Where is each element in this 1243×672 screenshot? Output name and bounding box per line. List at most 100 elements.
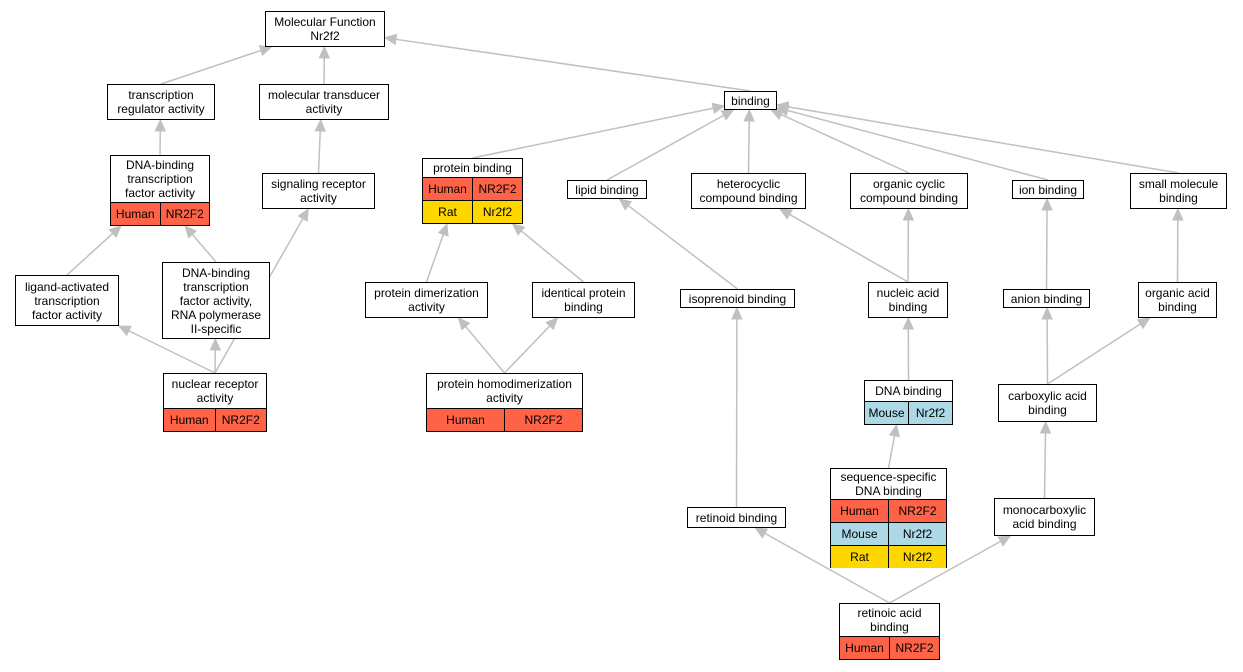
arrowhead-dnab-to-nab (902, 316, 915, 330)
edge-latfa-to-dbtfa (66, 232, 115, 276)
edge-isob-to-lipid (626, 204, 738, 290)
arrowhead-latfa-to-dbtfa (108, 225, 122, 239)
edge-binding-to-mf (394, 38, 751, 92)
go-term-node-lipid[interactable]: lipid binding (567, 180, 647, 199)
arrowhead-cab-to-oab (1136, 317, 1151, 330)
go-term-node-oab[interactable]: organic acid binding (1138, 282, 1217, 318)
edge-pda-to-pb (425, 233, 445, 283)
annotation-row: Human NR2F2 (427, 408, 582, 431)
arrowhead-nra-to-sra (297, 207, 309, 222)
go-term-label: retinoic acid binding (857, 606, 922, 634)
go-term-label: molecular transducer activity (267, 88, 381, 116)
species-cell: Mouse (841, 527, 878, 541)
species-cell: Human (446, 413, 485, 427)
go-term-node-cab[interactable]: carboxylic acid binding (998, 384, 1097, 422)
arrowhead-nab-to-hcb (778, 208, 793, 220)
go-term-label: protein homodimerization activity (437, 377, 572, 405)
go-term-node-dbtfa[interactable]: DNA-binding transcription factor activit… (110, 155, 210, 226)
go-term-node-ipb[interactable]: identical protein binding (532, 282, 635, 318)
go-term-label: lipid binding (575, 182, 639, 197)
species-cell: Human (428, 182, 467, 196)
arrowhead-binding-to-mf (383, 33, 398, 46)
go-term-node-latfa[interactable]: ligand-activated transcription factor ac… (15, 275, 119, 326)
go-term-label: DNA-binding transcription factor activit… (124, 158, 196, 200)
species-cell: Rat (438, 205, 457, 219)
species-cell: Rat (850, 550, 869, 564)
species-cell: Human (845, 641, 884, 655)
go-term-label: binding (731, 93, 770, 108)
go-term-label: Molecular Function Nr2f2 (274, 15, 376, 43)
go-term-node-retb[interactable]: retinoid binding (687, 507, 786, 528)
edge-ipb-to-pb (520, 229, 584, 283)
edge-rab-to-mcab (889, 540, 1002, 604)
go-term-label: monocarboxylic acid binding (1002, 503, 1087, 531)
go-term-label: nuclear receptor activity (171, 377, 259, 405)
go-term-label: carboxylic acid binding (1008, 389, 1087, 417)
gene-cell: NR2F2 (504, 409, 582, 431)
go-term-label: DNA binding (875, 384, 942, 398)
arrowhead-isob-to-lipid (618, 198, 633, 211)
go-term-label: signaling receptor activity (271, 177, 366, 205)
go-term-node-sra[interactable]: signaling receptor activity (262, 173, 375, 209)
edge-mcab-to-cab (1043, 431, 1047, 499)
go-term-node-mcab[interactable]: monocarboxylic acid binding (994, 498, 1095, 536)
edge-lipid-to-binding (606, 114, 725, 181)
arrowhead-phda-to-pda (457, 317, 471, 331)
edge-dbpol2-to-dbtfa (191, 233, 217, 263)
go-term-label: isoprenoid binding (688, 291, 787, 306)
go-term-label: protein dimerization activity (374, 286, 479, 314)
go-term-label: nucleic acid binding (876, 286, 940, 314)
go-term-label: sequence-specific DNA binding (840, 470, 937, 498)
arrowhead-mta-to-mf (318, 45, 331, 59)
gene-cell: NR2F2 (472, 178, 522, 200)
gene-cell: Nr2f2 (908, 402, 952, 424)
go-term-node-mf[interactable]: Molecular Function Nr2f2 (265, 11, 385, 47)
go-term-node-pda[interactable]: protein dimerization activity (365, 282, 488, 318)
edge-ion-to-binding (786, 109, 1049, 181)
go-term-node-tra[interactable]: transcription regulator activity (107, 84, 215, 120)
go-term-node-mta[interactable]: molecular transducer activity (259, 84, 389, 120)
gene-cell: NR2F2 (888, 500, 946, 522)
go-term-node-isob[interactable]: isoprenoid binding (680, 289, 795, 308)
gene-cell: NR2F2 (159, 203, 210, 225)
arrowhead-pda-to-pb (437, 222, 449, 237)
go-term-node-ion[interactable]: ion binding (1012, 180, 1084, 199)
annotation-row: Rat Nr2f2 (831, 545, 946, 568)
gene-cell: Nr2f2 (888, 546, 946, 568)
arrowhead-ocb-to-binding (770, 109, 785, 121)
arrowhead-rab-to-retb (754, 527, 769, 539)
go-term-label: transcription regulator activity (117, 88, 205, 116)
go-term-node-nab[interactable]: nucleic acid binding (868, 282, 948, 318)
go-term-node-ocb[interactable]: organic cyclic compound binding (850, 173, 968, 209)
species-cell: Mouse (868, 406, 905, 420)
go-term-label: protein binding (433, 161, 512, 175)
edge-sra-to-mta (317, 129, 322, 174)
arrowhead-ipb-to-pb (511, 223, 526, 236)
arrowhead-anion-to-ion (1041, 197, 1053, 211)
arrowhead-lipid-to-binding (720, 109, 735, 121)
go-term-label: organic acid binding (1145, 286, 1210, 314)
go-term-node-binding[interactable]: binding (724, 91, 777, 110)
go-term-label: anion binding (1010, 291, 1083, 306)
go-term-node-anion[interactable]: anion binding (1003, 289, 1090, 308)
arrowhead-rab-to-mcab (997, 535, 1012, 547)
annotation-row: Human NR2F2 (423, 177, 522, 200)
go-term-node-smb[interactable]: small molecule binding (1130, 173, 1227, 209)
go-term-node-dbpol2[interactable]: DNA-binding transcription factor activit… (162, 262, 270, 339)
go-term-node-hcb[interactable]: heterocyclic compound binding (691, 173, 806, 209)
arrowhead-ssdb-to-dnab (888, 423, 901, 438)
go-term-label: ion binding (1018, 182, 1078, 197)
arrowhead-pb-to-binding (711, 102, 726, 114)
arrowhead-nra-to-latfa (117, 325, 132, 337)
arrowhead-retb-to-isob (731, 306, 743, 320)
